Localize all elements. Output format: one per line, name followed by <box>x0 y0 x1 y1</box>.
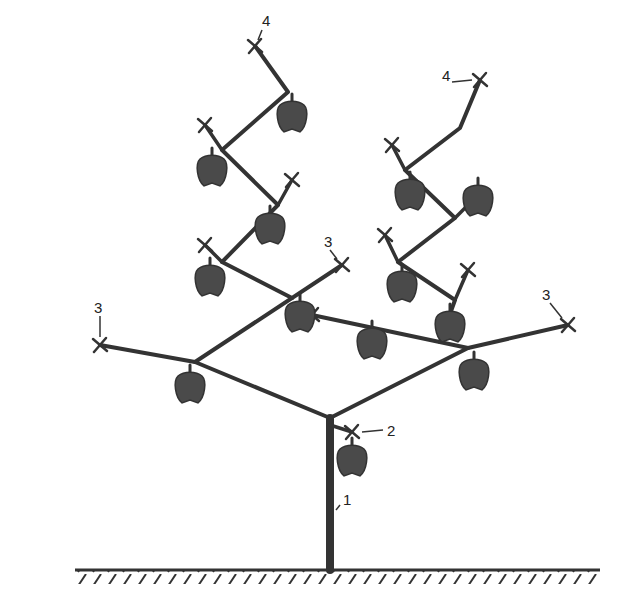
leader-line <box>550 303 562 318</box>
pepper-fruit <box>195 258 225 296</box>
leader-line <box>330 250 337 259</box>
pinch-marks <box>93 39 575 439</box>
pinch-mark <box>93 338 107 352</box>
pepper-fruit <box>175 365 205 403</box>
pinch-mark <box>335 258 349 272</box>
leader-line <box>452 80 472 82</box>
pepper-fruit <box>357 321 387 359</box>
pinch-mark <box>378 228 392 242</box>
pinch-mark <box>473 73 487 87</box>
pinch-mark <box>385 138 399 152</box>
pinch-mark <box>248 39 262 53</box>
callout-number: 2 <box>387 423 395 438</box>
ground-hatch <box>75 571 600 584</box>
callout-number: 4 <box>262 13 270 28</box>
pinch-mark <box>285 173 299 187</box>
pinched-twigs <box>205 125 292 262</box>
pepper-fruit <box>255 206 285 244</box>
left-leader-shoot <box>222 46 292 298</box>
ground <box>75 570 600 584</box>
left-branch <box>100 345 330 418</box>
pinch-mark <box>198 118 212 132</box>
pepper-fruit <box>277 94 307 132</box>
leader-line <box>362 430 383 432</box>
pepper-fruit <box>197 148 227 186</box>
pepper-fruit <box>459 352 489 390</box>
callout-number: 1 <box>343 492 351 507</box>
pepper-fruit <box>463 178 493 216</box>
pepper-fruit <box>285 294 315 332</box>
leader-line <box>258 30 262 40</box>
pinch-mark <box>561 318 575 332</box>
callout-number: 3 <box>542 287 550 302</box>
pepper-fruit <box>337 438 367 476</box>
callout-number: 3 <box>94 300 102 315</box>
plant-stems <box>100 46 568 570</box>
pepper-fruit <box>395 172 425 210</box>
pepper-fruits <box>175 94 493 476</box>
main-stem <box>326 418 334 570</box>
pepper-fruit <box>387 264 417 302</box>
callout-number: 3 <box>324 234 332 249</box>
pinch-mark <box>198 238 212 252</box>
leader-lines <box>100 30 562 510</box>
leader-line <box>336 505 340 510</box>
callout-number: 4 <box>442 68 450 83</box>
leader-line <box>99 316 101 337</box>
pepper-fruit <box>435 304 465 342</box>
pinch-mark <box>461 263 475 277</box>
